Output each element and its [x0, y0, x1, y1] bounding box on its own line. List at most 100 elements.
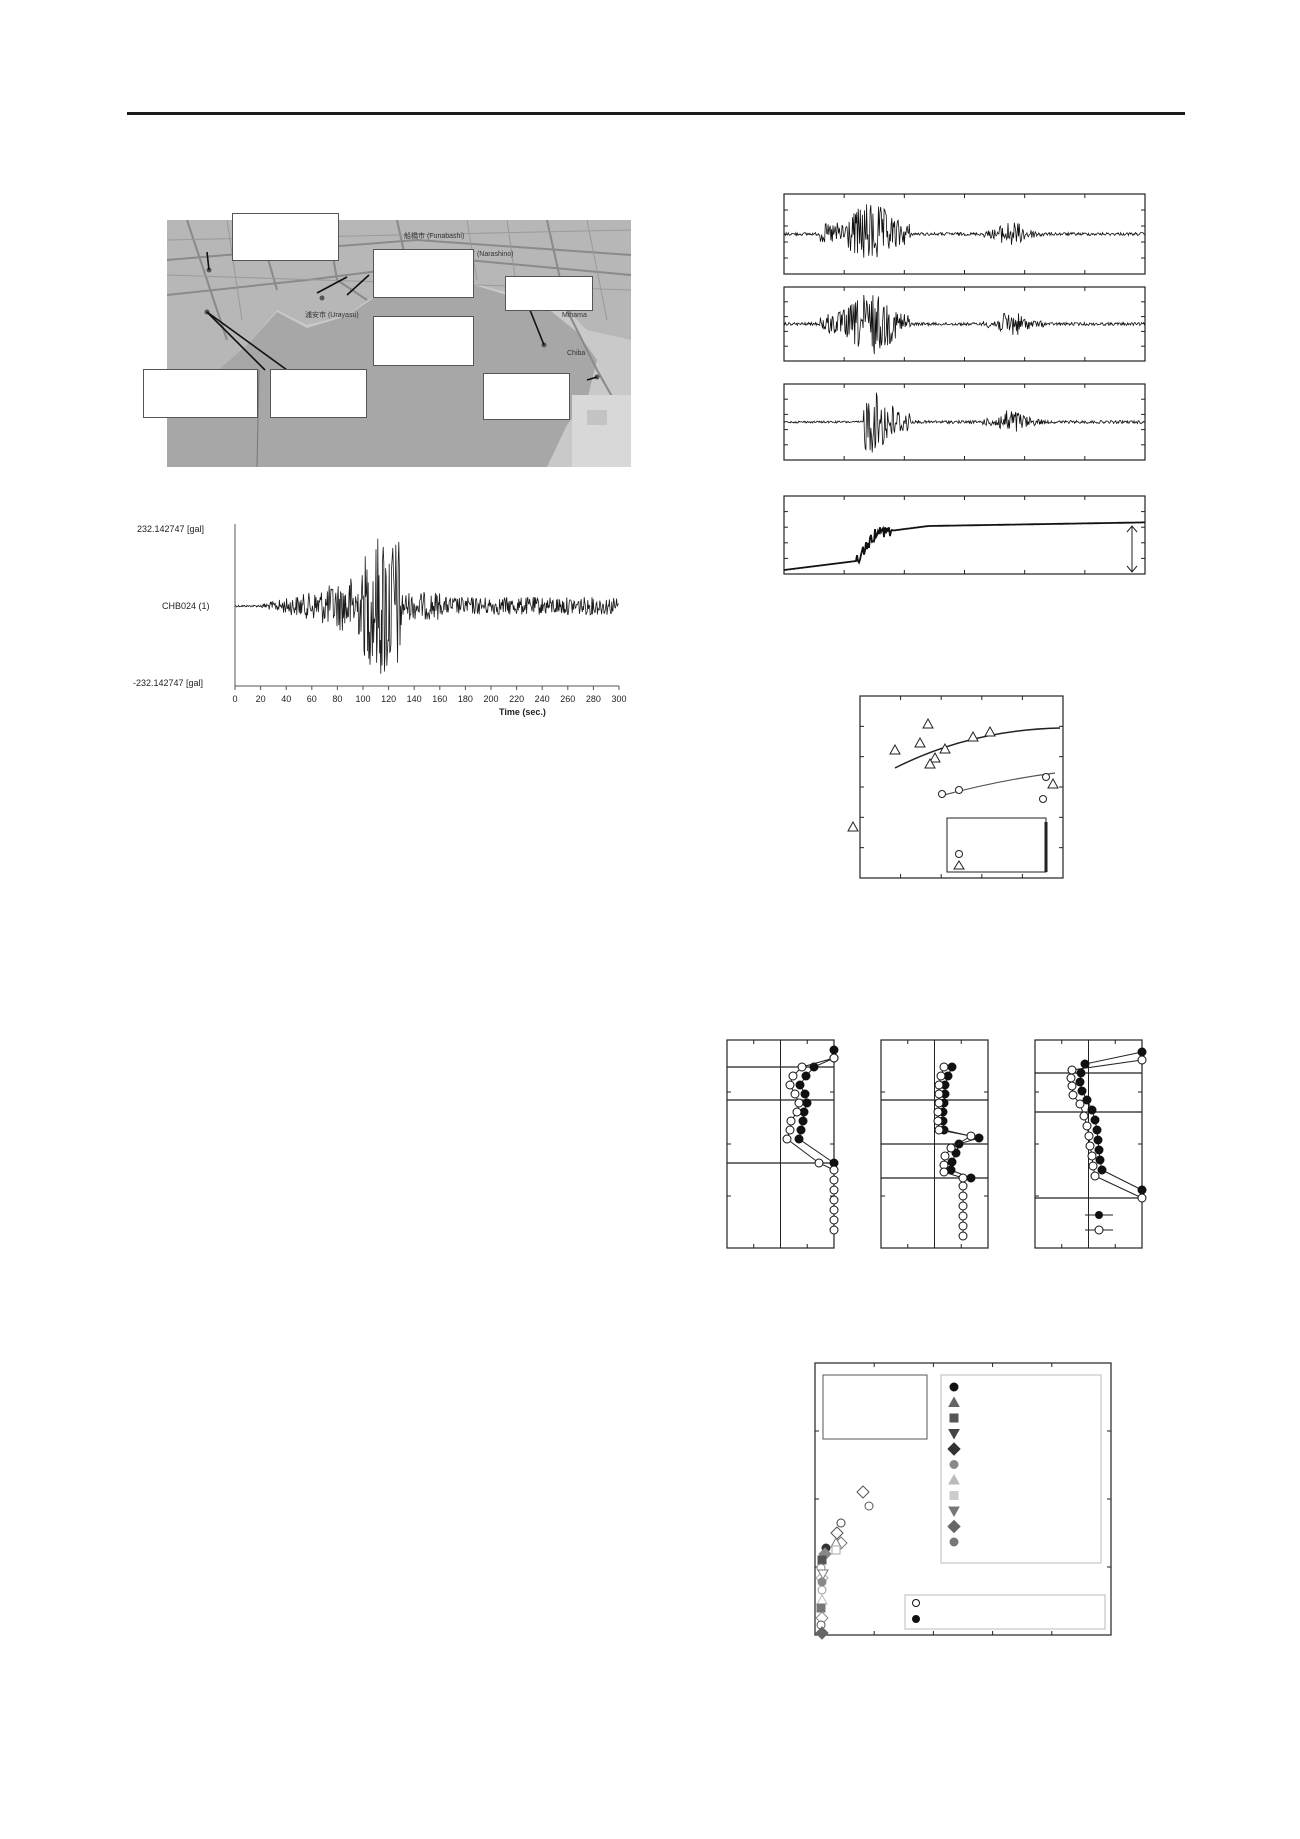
depth-point-open [829, 1175, 839, 1185]
depth-point-filled [1075, 1077, 1085, 1087]
scatter2-point [815, 1626, 829, 1640]
depth-point-open [797, 1062, 807, 1072]
scatter2-legend-2 [904, 1594, 1106, 1630]
time-history-trace [783, 204, 1145, 258]
depth-point-open [936, 1071, 946, 1081]
depth-point-open [958, 1173, 968, 1183]
scatter1-point-circle [1039, 795, 1047, 803]
depth-point-open [829, 1205, 839, 1215]
scatter2-point [836, 1518, 846, 1528]
seismogram-trace [234, 538, 619, 674]
depth-point-filled [794, 1134, 804, 1144]
depth-point-open [1084, 1131, 1094, 1141]
depth-point-open [934, 1080, 944, 1090]
depth-point-open [788, 1071, 798, 1081]
map-place-3: 浦安市 (Urayasu) [305, 310, 359, 319]
depth-point-open [958, 1191, 968, 1201]
depth-point-filled [1097, 1165, 1107, 1175]
depth-point-open [790, 1089, 800, 1099]
depth-point-open [958, 1221, 968, 1231]
scatter2-point [817, 1555, 827, 1565]
scatter2-legend2-open [912, 1599, 920, 1607]
map-place-4: Mihama [562, 312, 587, 319]
depth-point-filled [1093, 1135, 1103, 1145]
depth-profile-figure [726, 1039, 1147, 1249]
depth-point-open [1088, 1161, 1098, 1171]
depth-point-open [782, 1134, 792, 1144]
scatter2-legend-marker [948, 1473, 960, 1485]
map-label-box-3 [505, 276, 593, 311]
seismogram-x-tick-label: 100 [355, 694, 370, 704]
seismogram-x-tick-label: 280 [586, 694, 601, 704]
depth-point-filled [801, 1071, 811, 1081]
depth-point-open [829, 1195, 839, 1205]
depth-point-open [939, 1062, 949, 1072]
seismogram-x-tick-label: 160 [432, 694, 447, 704]
map-label-box-6 [270, 369, 367, 418]
time-history-trace [783, 392, 1145, 453]
map-label-box-7 [483, 373, 570, 420]
depth-point-open [829, 1165, 839, 1175]
scatter-figure-2 [814, 1362, 1112, 1640]
header-rule [127, 112, 1185, 115]
depth-point-filled [796, 1125, 806, 1135]
scatter2-annotation-box [822, 1374, 928, 1440]
scatter1-point-triangle [889, 743, 901, 755]
scatter1-point-triangle [847, 820, 859, 832]
depth-point-open [829, 1053, 839, 1063]
scatter2-legend2-filled [912, 1615, 920, 1623]
scatter1-trend-triangle [894, 727, 1061, 769]
depth-point-open [1137, 1193, 1147, 1203]
map-place-1: 船橋市 (Funabashi) [404, 231, 464, 240]
scatter1-point-circle [955, 786, 963, 794]
map-label-box-4 [373, 316, 474, 366]
map-label-box-1 [232, 213, 339, 261]
scatter1-point-circle [1042, 773, 1050, 781]
scatter2-legend-marker [948, 1429, 960, 1440]
depth-point-open [829, 1185, 839, 1195]
seismogram-x-tick-label: 140 [407, 694, 422, 704]
depth-point-open [792, 1107, 802, 1117]
time-history-arrow-head [1126, 565, 1138, 573]
seismogram-y-min-label: -232.142747 [gal] [133, 678, 203, 688]
seismogram-x-tick-label: 260 [560, 694, 575, 704]
depth-point-open [829, 1225, 839, 1235]
depth-point-filled [1092, 1125, 1102, 1135]
depth-point-filled [1095, 1155, 1105, 1165]
depth-point-open [934, 1125, 944, 1135]
depth-point-filled [966, 1173, 976, 1183]
time-history-panel-frame [783, 495, 1146, 575]
depth-point-filled [1087, 1105, 1097, 1115]
depth-point-filled [1076, 1068, 1086, 1078]
depth-point-filled [1094, 1145, 1104, 1155]
scatter2-legend-marker [947, 1519, 961, 1534]
depth-point-filled [798, 1116, 808, 1126]
scatter2-point [831, 1545, 841, 1555]
depth-point-open [946, 1143, 956, 1153]
scatter2-legend-marker [949, 1537, 959, 1547]
depth-point-filled [974, 1133, 984, 1143]
depth-point-open [829, 1215, 839, 1225]
seismogram-trace-label: CHB024 (1) [162, 601, 210, 611]
seismogram-x-tick-label: 180 [458, 694, 473, 704]
scatter-figure-1 [847, 695, 1064, 879]
depth-point-open [1067, 1065, 1077, 1075]
depth-point-filled [802, 1098, 812, 1108]
scatter1-legend [946, 817, 1047, 873]
depth-point-filled [947, 1062, 957, 1072]
map-place-5: Chiba [567, 350, 585, 357]
depth-point-open [966, 1131, 976, 1141]
depth-point-open [1067, 1081, 1077, 1091]
time-history-arrow-head [1126, 525, 1138, 533]
depth-point-open [958, 1211, 968, 1221]
depth-point-open [1085, 1141, 1095, 1151]
seismogram-x-tick-label: 200 [483, 694, 498, 704]
seismogram-x-tick-label: 40 [281, 694, 291, 704]
depth-point-open [934, 1098, 944, 1108]
seismogram-x-tick-label: 60 [307, 694, 317, 704]
scatter1-point-triangle [1047, 777, 1059, 789]
scatter1-point-triangle [924, 757, 936, 769]
depth-point-open [1090, 1171, 1100, 1181]
scatter1-point-triangle [984, 725, 996, 737]
depth-point-filled [947, 1157, 957, 1167]
